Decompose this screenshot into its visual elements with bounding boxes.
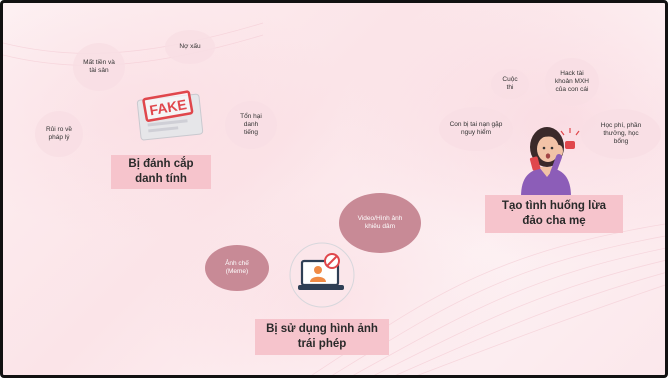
bubble-hack-label: Hack tài khoản MXH của con cái bbox=[555, 70, 589, 93]
bubble-no-xau: Nợ xấu bbox=[165, 30, 215, 64]
title-image-misuse: Bị sử dụng hình ảnh trái phép bbox=[255, 319, 389, 355]
bubble-video-label: Video/Hình ảnh khiêu dâm bbox=[357, 215, 403, 230]
bubble-no-xau-label: Nợ xấu bbox=[179, 43, 201, 50]
fake-document-icon: FAKE bbox=[136, 90, 204, 141]
laptop-profile-blocked-icon bbox=[289, 242, 355, 308]
title-parent-scam: Tạo tình huống lừa đảo cha mẹ bbox=[485, 195, 623, 233]
title-image-misuse-text: Bị sử dụng hình ảnh trái phép bbox=[266, 323, 378, 350]
title-identity-theft: Bị đánh cắp danh tính bbox=[111, 155, 211, 189]
bubble-hack: Hack tài khoản MXH của con cái bbox=[545, 58, 599, 106]
title-parent-scam-text: Tạo tình huống lừa đảo cha mẹ bbox=[501, 200, 607, 227]
bubble-cuoc-thi: Cuộc thi bbox=[491, 69, 529, 99]
bubble-tai-nan-label: Con bị tai nạn gặp nguy hiểm bbox=[449, 121, 503, 136]
bubble-cuoc-thi-label: Cuộc thi bbox=[502, 76, 518, 91]
bubble-tai-nan: Con bị tai nạn gặp nguy hiểm bbox=[439, 107, 513, 151]
bubble-rui-ro-label: Rủi ro về pháp lý bbox=[45, 126, 72, 141]
fake-stamp-text: FAKE bbox=[148, 96, 188, 118]
bubble-hoc-phi-label: Học phí, phần thưởng, học bổng bbox=[600, 122, 642, 145]
title-identity-theft-text: Bị đánh cắp danh tính bbox=[128, 158, 194, 185]
bubble-ton-hai: Tổn hại danh tiếng bbox=[225, 101, 277, 149]
bubble-anh-che: Ảnh chế (Meme) bbox=[205, 245, 269, 291]
bubble-rui-ro: Rủi ro về pháp lý bbox=[35, 111, 83, 157]
bubble-video: Video/Hình ảnh khiêu dâm bbox=[339, 193, 421, 253]
bubble-anh-che-label: Ảnh chế (Meme) bbox=[225, 260, 249, 275]
bubble-hoc-phi: Học phí, phần thưởng, học bổng bbox=[581, 109, 661, 159]
bubble-ton-hai-label: Tổn hại danh tiếng bbox=[240, 113, 262, 136]
bubble-mat-tien-label: Mất tiền và tài sản bbox=[83, 59, 115, 74]
bubble-mat-tien: Mất tiền và tài sản bbox=[73, 43, 125, 91]
worried-woman-icon bbox=[521, 127, 580, 197]
